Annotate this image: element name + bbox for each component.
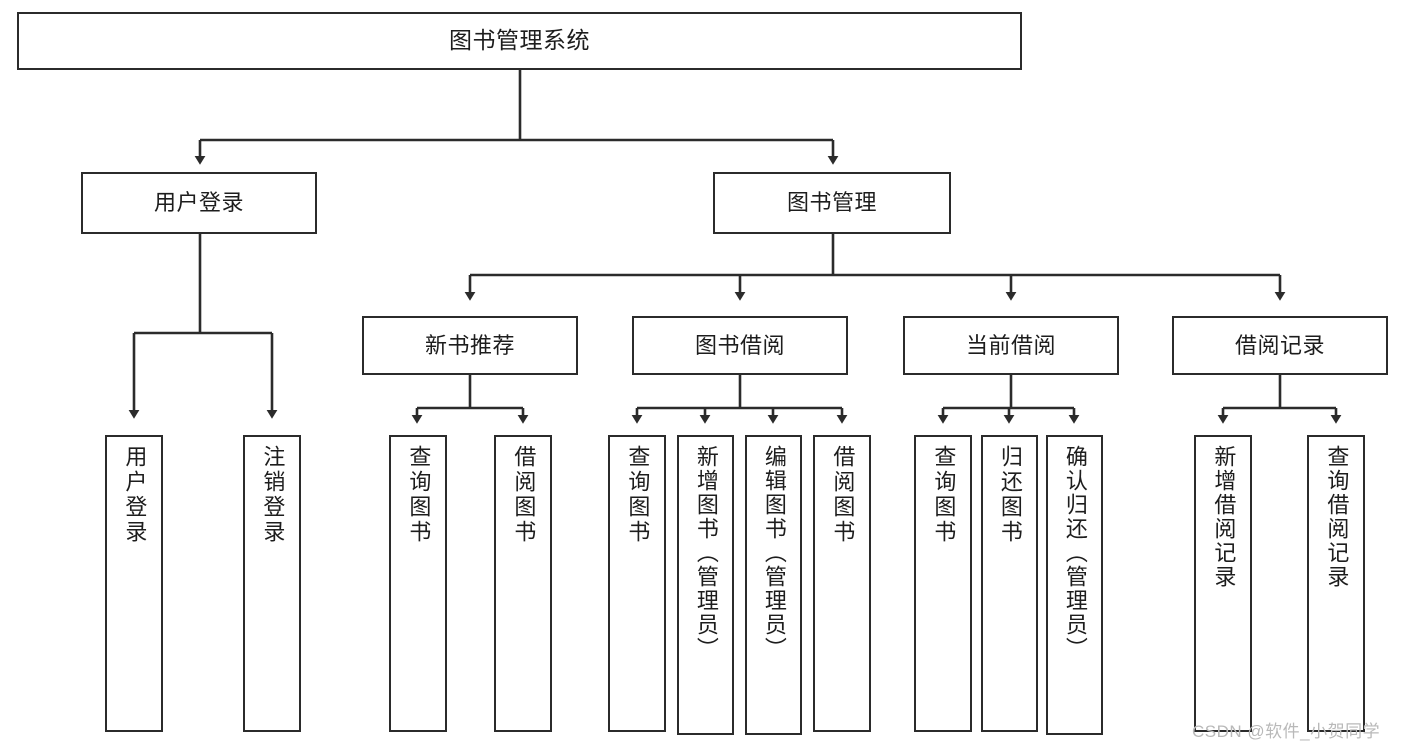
node-book-borrow[interactable]: 图书借阅: [632, 316, 848, 375]
node-current-borrow[interactable]: 当前借阅: [903, 316, 1119, 375]
node-label: 图书管理: [786, 190, 877, 216]
node-leaf-query-book-borrow[interactable]: 查询图书: [608, 435, 666, 732]
node-leaf-confirm-return-admin[interactable]: 确认归还（管理员）: [1046, 435, 1103, 735]
node-label: 当前借阅: [965, 332, 1056, 358]
node-book-management[interactable]: 图书管理: [713, 172, 951, 234]
node-leaf-query-borrow-record[interactable]: 查询借阅记录: [1307, 435, 1365, 732]
node-leaf-edit-book-admin[interactable]: 编辑图书（管理员）: [745, 435, 802, 735]
node-new-book-recommendation[interactable]: 新书推荐: [362, 316, 578, 375]
node-label: 编辑图书（管理员）: [761, 445, 787, 661]
node-root-book-management-system[interactable]: 图书管理系统: [17, 12, 1022, 70]
node-leaf-query-book-recommend[interactable]: 查询图书: [389, 435, 447, 732]
node-label: 归还图书: [997, 445, 1023, 545]
node-leaf-add-borrow-record[interactable]: 新增借阅记录: [1194, 435, 1252, 732]
node-leaf-logout[interactable]: 注销登录: [243, 435, 301, 732]
node-leaf-user-login[interactable]: 用户登录: [105, 435, 163, 732]
node-label: 图书管理系统: [449, 27, 590, 54]
node-leaf-add-book-admin[interactable]: 新增图书（管理员）: [677, 435, 734, 735]
node-label: 借阅图书: [830, 445, 856, 545]
node-label: 借阅记录: [1234, 332, 1325, 358]
node-label: 借阅图书: [511, 445, 537, 545]
node-user-login[interactable]: 用户登录: [81, 172, 317, 234]
watermark-credit: CSDN @软件_小贺同学: [1192, 722, 1381, 741]
node-leaf-return-book[interactable]: 归还图书: [981, 435, 1038, 732]
node-label: 查询借阅记录: [1324, 445, 1350, 589]
node-label: 确认归还（管理员）: [1062, 445, 1088, 661]
node-label: 用户登录: [153, 190, 244, 216]
node-label: 查询图书: [406, 445, 432, 545]
node-leaf-borrow-book[interactable]: 借阅图书: [813, 435, 871, 732]
node-leaf-query-book-current[interactable]: 查询图书: [914, 435, 972, 732]
node-label: 新增借阅记录: [1211, 445, 1237, 589]
node-borrow-record[interactable]: 借阅记录: [1172, 316, 1388, 375]
node-label: 查询图书: [625, 445, 651, 545]
node-label: 新书推荐: [424, 332, 515, 358]
node-label: 注销登录: [260, 445, 286, 545]
node-label: 用户登录: [122, 445, 148, 545]
node-label: 查询图书: [931, 445, 957, 545]
node-label: 图书借阅: [694, 332, 785, 358]
node-label: 新增图书（管理员）: [693, 445, 719, 661]
node-leaf-borrow-book-recommend[interactable]: 借阅图书: [494, 435, 552, 732]
